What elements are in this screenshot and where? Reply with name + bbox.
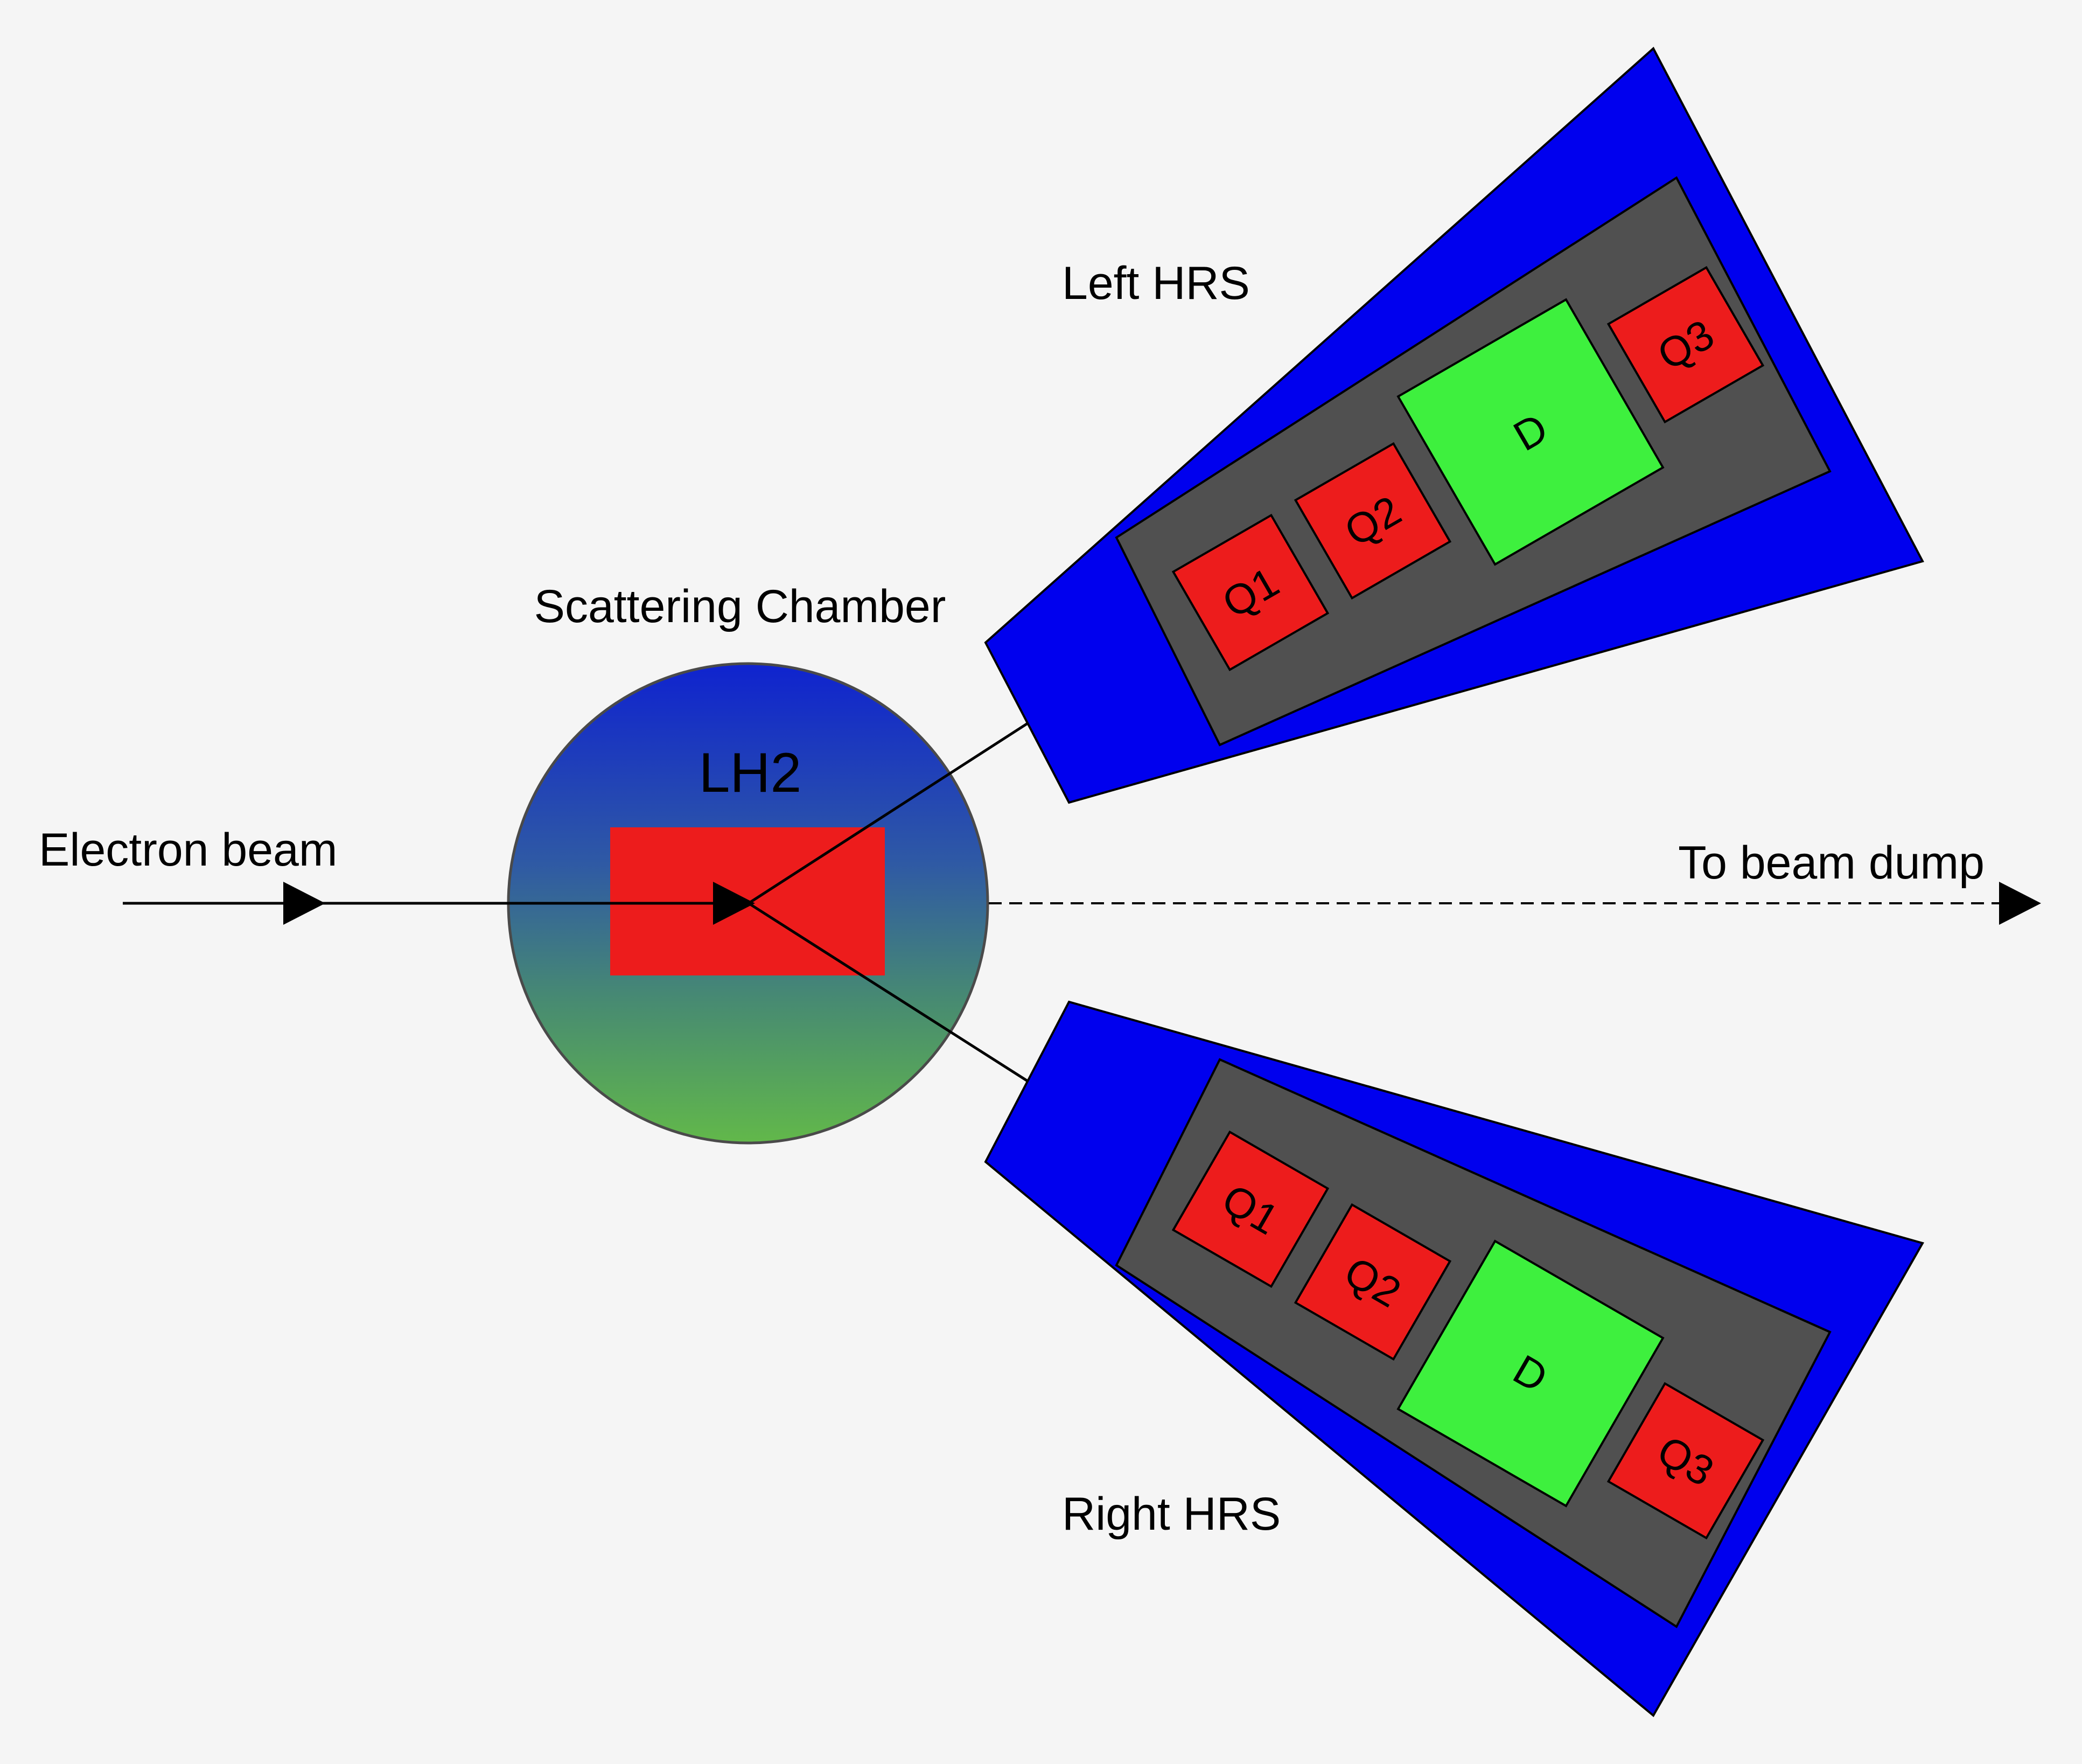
right-hrs-label: Right HRS [1062, 1488, 1281, 1540]
right-q2-magnet: Q2 [1294, 1203, 1452, 1361]
scattering-chamber-label: Scattering Chamber [534, 581, 946, 632]
beam-arrow-icon [283, 882, 325, 925]
right-q3-magnet: Q3 [1606, 1382, 1765, 1540]
beam-arrow-icon-target [713, 882, 755, 925]
right-q1-magnet: Q1 [1171, 1130, 1330, 1288]
left-q1-magnet: Q1 [1171, 513, 1330, 672]
left-q2-magnet: Q2 [1294, 442, 1452, 600]
left-scattered-track [747, 722, 1029, 905]
electron-beam-label: Electron beam [39, 824, 338, 876]
beam-dump-arrow-icon [1999, 882, 2041, 925]
left-hrs-label: Left HRS [1062, 257, 1250, 309]
right-dipole-magnet: D [1396, 1239, 1665, 1508]
left-dipole-magnet: D [1396, 298, 1665, 566]
target-label: LH2 [699, 742, 802, 804]
right-scattered-track [747, 902, 1029, 1083]
left-q3-magnet: Q3 [1606, 266, 1765, 424]
left-hrs-spectrometer: Q1 Q2 D Q3 [984, 46, 1924, 804]
right-hrs-spectrometer: Q1 Q2 D Q3 [984, 1000, 1925, 1718]
to-beam-dump-label: To beam dump [1678, 837, 1985, 889]
